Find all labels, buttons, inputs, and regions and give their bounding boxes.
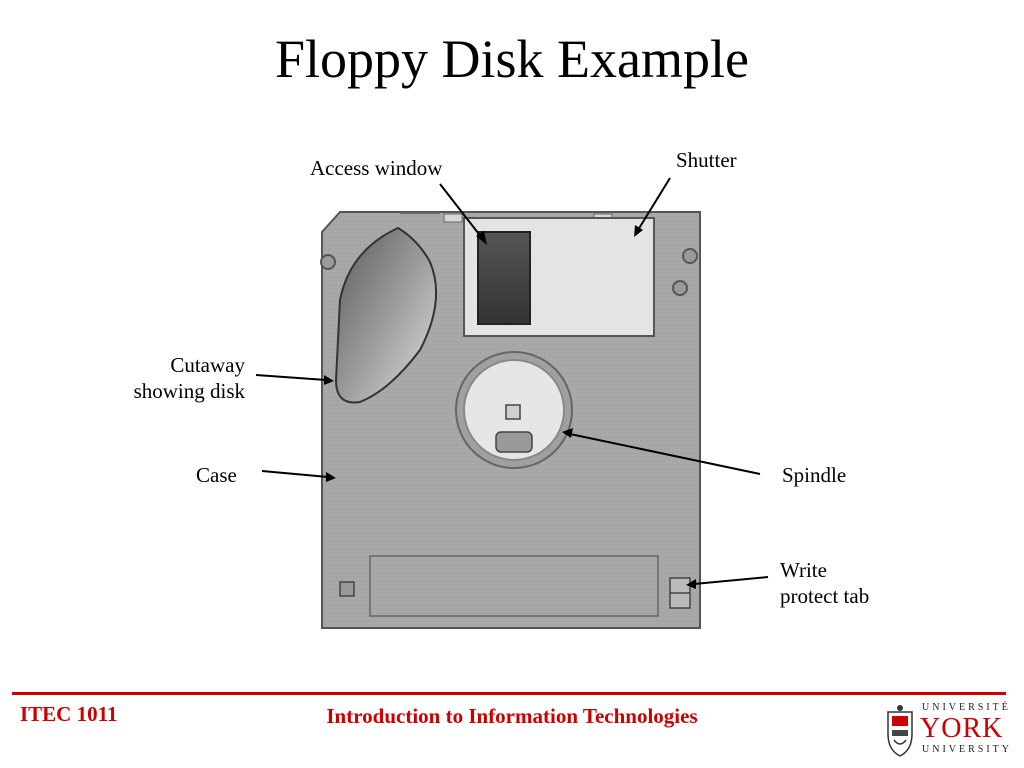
logo-top-text: UNIVERSITÉ	[922, 702, 1011, 713]
label-access-window: Access window	[310, 156, 443, 180]
label-cutaway-line2: showing disk	[133, 379, 245, 403]
footer-rule	[12, 692, 1006, 695]
case-hole	[682, 248, 698, 264]
write-protect-pointer	[693, 576, 769, 585]
cutaway	[334, 226, 438, 404]
label-write-protect: Write protect tab	[780, 557, 869, 609]
shutter-pointer	[637, 177, 671, 231]
cutaway-pointer	[255, 374, 327, 381]
york-logo: UNIVERSITÉ YORK UNIVERSITY	[884, 702, 1014, 758]
logo-bottom-text: UNIVERSITY	[922, 744, 1012, 755]
label-cutaway: Cutaway showing disk	[90, 352, 245, 404]
label-write-protect-line2: protect tab	[780, 584, 870, 608]
logo-main-text: YORK	[920, 713, 1004, 744]
case-hole	[320, 254, 336, 270]
footer-subtitle: Introduction to Information Technologies	[326, 704, 698, 728]
label-cutaway-line1: Cutaway	[170, 353, 245, 377]
slide-title: Floppy Disk Example	[275, 29, 749, 89]
top-notch	[443, 213, 463, 223]
spindle-slot	[495, 431, 533, 453]
access-window	[477, 231, 531, 325]
label-case: Case	[196, 463, 237, 487]
label-shutter: Shutter	[676, 148, 737, 172]
case-square-hole	[339, 581, 355, 597]
spindle-pointer	[569, 433, 761, 475]
case-pointer	[261, 470, 329, 478]
case-hole	[672, 280, 688, 296]
spindle-hole	[505, 404, 521, 420]
crest-icon	[887, 705, 913, 757]
footer-course: ITEC 1011	[20, 702, 118, 726]
label-spindle: Spindle	[782, 463, 847, 487]
label-area	[369, 555, 659, 617]
label-write-protect-line1: Write	[780, 558, 827, 582]
access-window-pointer	[439, 183, 483, 239]
